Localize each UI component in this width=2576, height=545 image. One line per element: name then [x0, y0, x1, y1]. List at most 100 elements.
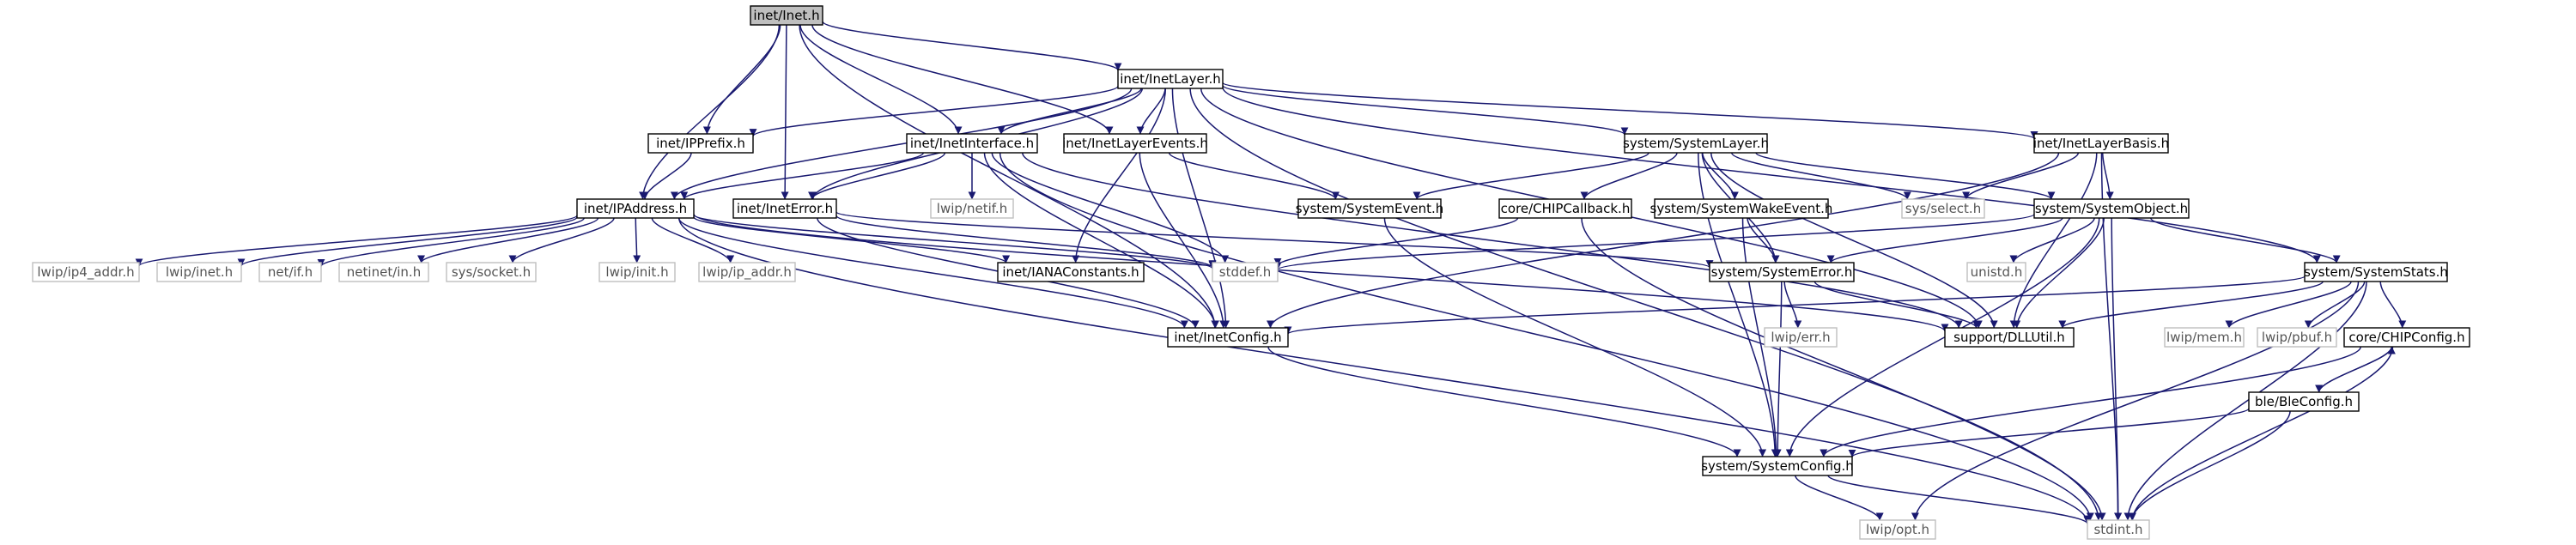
edge-inetlayerevents-to-inetconfig: [1139, 152, 1228, 329]
edge-systemstats-to-chipconfig: [2379, 281, 2407, 329]
graph-node-bleconfig[interactable]: ble/BleConfig.h: [2248, 391, 2360, 412]
edge-ineterror-to-systemerror: [835, 211, 1714, 269]
node-box: [1297, 198, 1442, 219]
graph-node-ipprefix[interactable]: inet/IPPrefix.h: [647, 133, 754, 154]
edge-ineterror-to-stddef: [835, 215, 1217, 269]
nodes-layer: inet/Inet.h inet/InetLayer.h inet/IPPrefix…: [32, 5, 2470, 540]
node-box: [1764, 327, 1838, 348]
graph-node-chipcallback[interactable]: core/CHIPCallback.h: [1498, 198, 1632, 219]
edge-systemconfig-to-stdint: [1827, 475, 2092, 524]
graph-node-netinet_in: netinet/in.h: [338, 262, 429, 282]
node-label: stdint.h: [2093, 522, 2142, 537]
graph-node-systemobject[interactable]: system/SystemObject.h: [2033, 198, 2190, 219]
edge-inetlayerbasis-to-systemobject: [2101, 152, 2114, 200]
node-box: [1212, 262, 1279, 282]
edge-ipaddress-to-stdint: [678, 217, 2092, 524]
graph-node-systemerror[interactable]: system/SystemError.h: [1709, 262, 1855, 282]
graph-node-systemlayer[interactable]: system/SystemLayer.h: [1623, 133, 1769, 154]
graph-node-lwip_pbuf: lwip/pbuf.h: [2257, 327, 2337, 348]
node-label: sys/socket.h: [452, 264, 531, 280]
edge-root-to-ipprefix: [702, 24, 781, 135]
edge-inetlayer-to-inetconfig: [1171, 88, 1230, 329]
edge-chipconfig-to-systemconfig: [1820, 346, 2361, 457]
edge-systemerror-to-dlutil: [1814, 281, 1981, 329]
node-box: [598, 262, 676, 282]
graph-node-systemwakeevent[interactable]: system/SystemWakeEvent.h: [1650, 198, 1833, 219]
edge-root-to-inetinterface: [799, 24, 963, 135]
edge-ipaddress-to-netinet_in: [417, 217, 599, 263]
node-label: lwip/mem.h: [2166, 330, 2242, 345]
node-label: inet/InetError.h: [737, 201, 833, 216]
graph-node-inetconfig[interactable]: inet/InetConfig.h: [1167, 327, 1289, 348]
edge-systemlayer-to-systemwakeevent: [1701, 152, 1739, 200]
graph-node-stdint: stdint.h: [2087, 519, 2150, 540]
node-label: system/SystemError.h: [1711, 264, 1853, 280]
edge-ipaddress-to-stddef: [693, 214, 1217, 269]
edge-systemwakeevent-to-systemconfig: [1741, 217, 1780, 457]
edge-systemlayer-to-systemobject: [1755, 152, 2056, 200]
edge-systemlayer-to-systemconfig: [1698, 152, 1779, 457]
edge-inetlayerbasis-to-inetconfig: [1267, 152, 2060, 329]
graph-node-ipaddress[interactable]: inet/IPAddress.h: [576, 198, 695, 219]
edge-ipaddress-to-lwip_inet: [237, 216, 578, 267]
edge-root-to-ipaddress: [639, 24, 781, 200]
edge-systemevent-to-systemconfig: [1383, 217, 1767, 457]
graph-node-chipconfig[interactable]: core/CHIPConfig.h: [2343, 327, 2470, 348]
node-box: [750, 5, 823, 26]
graph-node-lwip_opt: lwip/opt.h: [1859, 519, 1936, 540]
node-label: system/SystemEvent.h: [1296, 201, 1443, 216]
graph-node-systemstats[interactable]: system/SystemStats.h: [2304, 262, 2448, 282]
node-label: stddef.h: [1219, 264, 1271, 280]
edge-ipaddress-to-lwip_ip_addr: [651, 217, 735, 263]
graph-node-ianaconstants[interactable]: inet/IANAConstants.h: [997, 262, 1145, 282]
graph-node-systemevent[interactable]: system/SystemEvent.h: [1296, 198, 1443, 219]
node-box: [997, 262, 1145, 282]
graph-node-dlutil[interactable]: support/DLLUtil.h: [1944, 327, 2075, 348]
graph-node-ineterror[interactable]: inet/InetError.h: [732, 198, 837, 219]
node-box: [906, 133, 1038, 154]
node-label: inet/InetLayerBasis.h: [2033, 136, 2169, 151]
node-label: inet/IANAConstants.h: [1002, 264, 1139, 280]
edge-systemstats-to-lwip_pbuf: [2304, 281, 2366, 329]
edge-ipaddress-to-ip4_addr: [135, 215, 578, 267]
graph-node-ip4_addr: lwip/ip4_addr.h: [32, 262, 140, 282]
node-label: ble/BleConfig.h: [2255, 394, 2353, 409]
node-box: [446, 262, 537, 282]
graph-node-sys_select: sys/select.h: [1901, 198, 1985, 219]
graph-node-root: inet/Inet.h: [750, 5, 823, 26]
node-box: [2033, 133, 2169, 154]
edge-chipconfig-to-stdint: [2129, 346, 2394, 521]
node-box: [647, 133, 754, 154]
edge-systemlayer-to-dlutil: [1710, 152, 1998, 329]
node-label: inet/InetConfig.h: [1174, 330, 1281, 345]
edge-inetlayer-to-systemstats: [1222, 87, 2321, 263]
graph-node-lwip_mem: lwip/mem.h: [2164, 327, 2245, 348]
edge-systemlayer-to-sys_select: [1730, 152, 1911, 200]
edge-inetlayer-to-systemlayer: [1222, 84, 1629, 136]
edge-root-to-inetconfig: [799, 24, 1219, 329]
node-box: [1901, 198, 1985, 219]
graph-node-sys_socket: sys/socket.h: [446, 262, 537, 282]
node-label: unistd.h: [1971, 264, 2023, 280]
node-box: [1063, 133, 1207, 154]
edge-systemstats-to-inetconfig: [1285, 276, 2306, 335]
graph-node-inetlayer[interactable]: inet/InetLayer.h: [1117, 69, 1224, 89]
graph-node-inetlayerbasis[interactable]: inet/InetLayerBasis.h: [2033, 133, 2169, 154]
graph-node-lwip_ip_addr: lwip/ip_addr.h: [698, 262, 796, 282]
edge-inetlayer-to-inetlayerbasis: [1222, 82, 2038, 140]
edge-inetconfig-to-systemconfig: [1267, 346, 1741, 457]
edge-systemlayer-to-chipcallback: [1580, 152, 1678, 200]
node-box: [32, 262, 140, 282]
node-box: [1167, 327, 1289, 348]
graph-node-systemconfig[interactable]: system/SystemConfig.h: [1701, 456, 1854, 476]
graph-node-inetlayerevents[interactable]: inet/InetLayerEvents.h: [1062, 133, 1208, 154]
graph-node-inetinterface[interactable]: inet/InetInterface.h: [906, 133, 1038, 154]
graph-node-lwip_init: lwip/init.h: [598, 262, 676, 282]
node-box: [1117, 69, 1224, 89]
edge-ipaddress-to-sys_socket: [508, 217, 615, 263]
edge-ipaddress-to-dlutil: [693, 213, 1949, 332]
edge-systemstats-to-lwip_opt: [1911, 281, 2360, 521]
node-label: sys/select.h: [1905, 201, 1981, 216]
node-label: system/SystemObject.h: [2035, 201, 2188, 216]
